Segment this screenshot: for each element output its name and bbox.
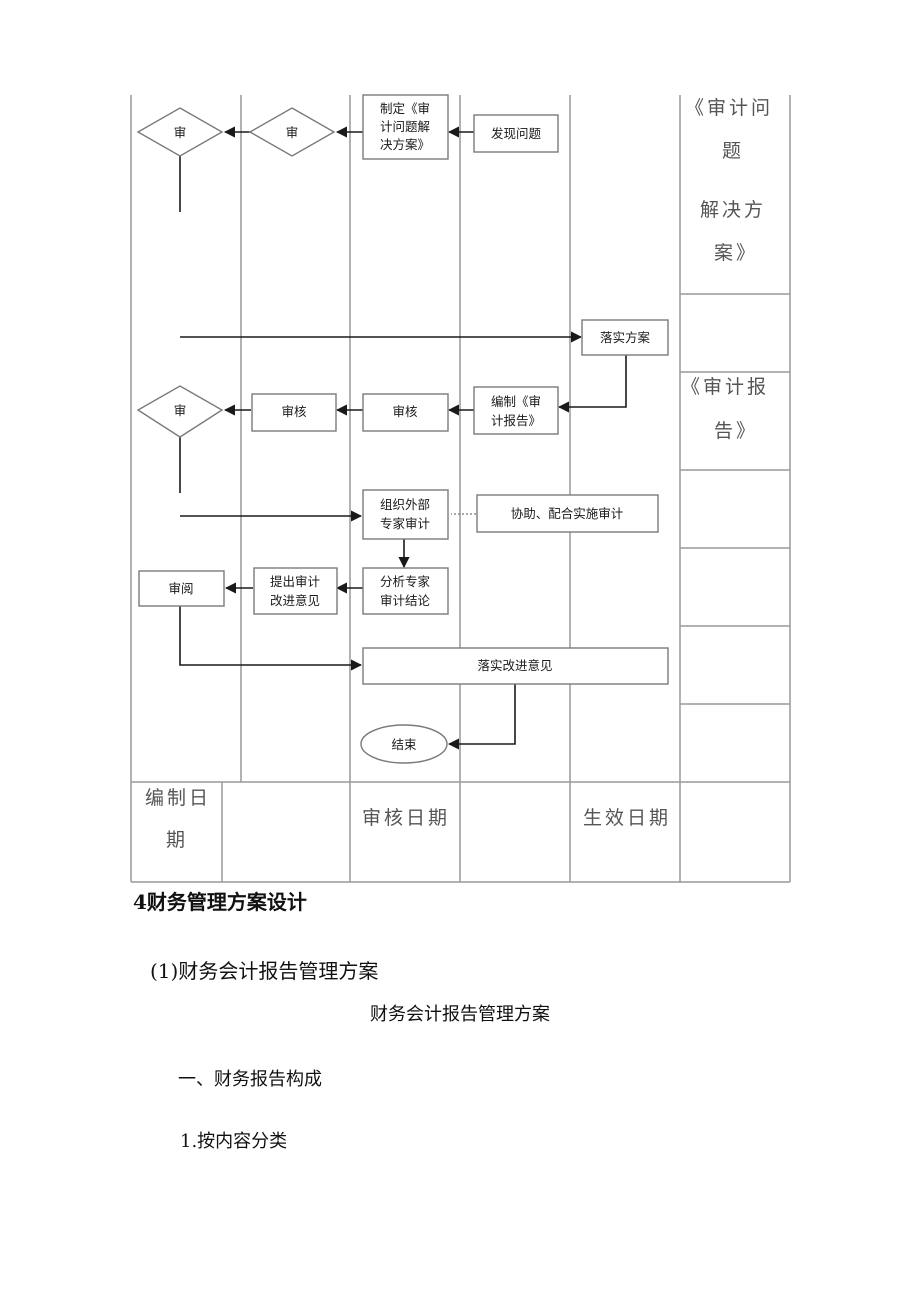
svg-text:解决方: 解决方 — [700, 199, 766, 221]
svg-text:专家审计: 专家审计 — [380, 516, 430, 531]
svg-text:计问题解: 计问题解 — [380, 119, 430, 134]
footer-compile-date: 编制日 期 — [145, 787, 211, 851]
svg-text:审: 审 — [174, 125, 187, 140]
footer-effective-date: 生效日期 — [583, 807, 671, 829]
find-problem-box: 发现问题 — [473, 114, 559, 153]
review-diamond-top-mid: 审 — [248, 107, 336, 157]
svg-text:编制《审: 编制《审 — [491, 394, 541, 409]
compile-report-box: 编制《审 计报告》 — [473, 386, 559, 435]
audit-flowchart: 审 审 制定《审 计问题解 决方案》 发现问题 落实方案 编制《审 计报告》 审… — [130, 94, 791, 883]
svg-text:审核: 审核 — [392, 404, 418, 419]
item-heading: 1.按内容分类 — [180, 1131, 288, 1152]
center-title: 财务会计报告管理方案 — [370, 1004, 550, 1025]
footer-review-date: 审核日期 — [362, 807, 450, 829]
svg-text:案》: 案》 — [714, 242, 758, 264]
swimlane-grid — [130, 95, 791, 883]
svg-text:协助、配合实施审计: 协助、配合实施审计 — [511, 506, 624, 521]
review-diamond-mid: 审 — [136, 385, 224, 438]
svg-text:题: 题 — [722, 140, 744, 162]
svg-text:改进意见: 改进意见 — [270, 593, 320, 608]
svg-text:落实方案: 落实方案 — [600, 330, 651, 345]
svg-text:审计结论: 审计结论 — [380, 593, 431, 608]
sub-heading: (1)财务会计报告管理方案 — [150, 959, 379, 983]
svg-text:《审计报: 《审计报 — [681, 376, 769, 398]
svg-text:提出审计: 提出审计 — [270, 574, 320, 589]
svg-text:审: 审 — [286, 125, 299, 140]
section-heading: 4财务管理方案设计 — [133, 890, 307, 914]
assist-audit-box: 协助、配合实施审计 — [476, 494, 659, 533]
svg-text:制定《审: 制定《审 — [380, 101, 430, 116]
side-doc-report: 《审计报 告》 — [681, 376, 769, 442]
side-doc-plan: 《审计问 题 解决方 案》 — [685, 97, 773, 264]
svg-text:发现问题: 发现问题 — [491, 126, 542, 141]
svg-text:《审计问: 《审计问 — [685, 97, 773, 119]
svg-text:计报告》: 计报告》 — [491, 413, 541, 428]
svg-text:编制日: 编制日 — [145, 787, 211, 809]
flow-connectors — [179, 126, 627, 750]
plan-solution-box: 制定《审 计问题解 决方案》 — [362, 94, 449, 160]
svg-text:审: 审 — [174, 403, 187, 418]
propose-improvement-box: 提出审计 改进意见 — [253, 567, 338, 615]
audit-check-left-box: 审核 — [251, 393, 337, 432]
svg-text:落实改进意见: 落实改进意见 — [477, 658, 552, 673]
part-heading: 一、财务报告构成 — [178, 1069, 322, 1090]
analyze-conclusion-box: 分析专家 审计结论 — [362, 567, 449, 615]
organize-experts-box: 组织外部 专家审计 — [362, 489, 449, 540]
read-review-box: 审阅 — [138, 570, 225, 607]
svg-text:分析专家: 分析专家 — [380, 574, 431, 589]
svg-text:审阅: 审阅 — [168, 581, 193, 596]
svg-text:期: 期 — [166, 829, 188, 851]
svg-text:审核: 审核 — [281, 404, 307, 419]
implement-plan-box: 落实方案 — [581, 319, 669, 356]
svg-text:决方案》: 决方案》 — [380, 137, 430, 152]
audit-check-right-box: 审核 — [362, 393, 449, 432]
svg-text:结束: 结束 — [391, 737, 417, 752]
end-ellipse: 结束 — [360, 724, 448, 764]
svg-text:组织外部: 组织外部 — [380, 497, 430, 512]
review-diamond-top-left: 审 — [136, 107, 224, 157]
svg-text:告》: 告》 — [714, 420, 758, 442]
implement-improvement-box: 落实改进意见 — [362, 647, 669, 685]
